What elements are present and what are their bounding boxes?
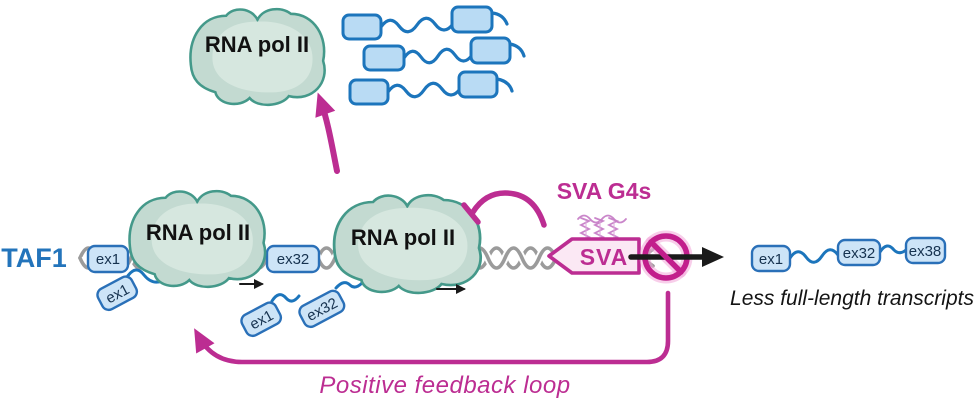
sva-element: SVA [547, 237, 641, 275]
nascent-transcript-2-ex32: ex32 [298, 289, 346, 329]
rna-pol-ii-free-label: RNA pol II [205, 32, 309, 57]
trunc-exon1-label: ex1 [759, 251, 783, 268]
less-transcripts-caption: Less full-length transcripts [730, 287, 974, 310]
mrna-transcript-2 [362, 36, 526, 72]
dna-exon32-label: ex32 [277, 251, 310, 268]
dna-exon32-box: ex32 [265, 244, 321, 274]
feedback-loop-arrow [194, 290, 671, 365]
dna-exon1-label: ex1 [96, 251, 120, 268]
prohibition-slash [648, 239, 684, 275]
rna-pol-ii-blob-1 [128, 189, 267, 289]
rna-pol-ii-1-label: RNA pol II [146, 220, 250, 245]
g-quadruplex-icon [577, 214, 627, 242]
mrna-transcript-1 [341, 5, 509, 41]
taf1-gene-label: TAF1 [1, 243, 67, 273]
blocked-transcription [628, 230, 724, 284]
truncated-transcript: ex1 ex32 ex38 [750, 236, 947, 273]
nascent-transcript-1: ex1 [96, 275, 139, 312]
mrna-transcript-3 [348, 70, 514, 106]
sva-label: SVA [580, 244, 629, 270]
rna-pol-ii-blob-free [189, 7, 326, 107]
rna-pol-ii-2-label: RNA pol II [351, 225, 455, 250]
rna-pol-ii-blob-2 [332, 193, 482, 295]
nascent-rna-tails [125, 268, 364, 303]
feedback-caption: Positive feedback loop [319, 372, 570, 399]
boost-arrow [315, 92, 340, 174]
trunc-exon32-label: ex32 [843, 245, 876, 262]
nascent-transcript-2-ex1: ex1 [240, 301, 283, 338]
inhibition-arrow [461, 190, 547, 228]
dna-exon1-box: ex1 [86, 244, 130, 274]
trunc-exon38-label: ex38 [909, 243, 942, 260]
sva-g4s-label: SVA G4s [557, 178, 652, 204]
